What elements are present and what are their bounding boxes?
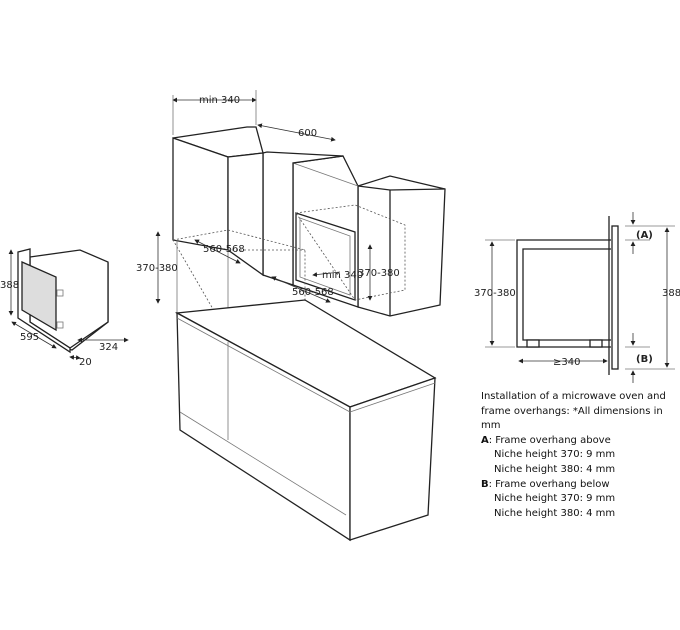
microwave-depth-label: 324 — [99, 342, 118, 353]
section-niche-depth-label: ≥340 — [553, 357, 580, 368]
note-b-text: : Frame overhang below — [488, 478, 610, 490]
note-a-key: A — [481, 434, 489, 446]
note-b-title: B: Frame overhang below — [481, 478, 671, 493]
installation-notes: Installation of a microwave oven and fra… — [481, 390, 671, 521]
note-a-line: Niche height 370: 9 mm — [494, 449, 616, 461]
note-a-title: A: Frame overhang above — [481, 434, 671, 449]
microwave-oven-drawing — [8, 248, 129, 360]
label-b: (B) — [636, 354, 653, 365]
note-a-line: Niche height 380: 4 mm — [494, 463, 616, 475]
note-b-line: Niche height 370: 9 mm — [494, 493, 616, 505]
label-a: (A) — [636, 230, 653, 241]
section-view-drawing — [485, 212, 675, 383]
microwave-height-label: 388 — [0, 280, 19, 291]
cabinet-depth-label: 600 — [298, 128, 317, 139]
microwave-frame-label: 20 — [79, 357, 92, 368]
right-niche-width-label: 560-568 — [292, 287, 334, 298]
left-niche-width-label: 560-568 — [203, 244, 245, 255]
notes-intro: Installation of a microwave oven and fra… — [481, 391, 666, 432]
cabinet-width-label: min 340 — [199, 95, 240, 106]
microwave-width-label: 595 — [20, 332, 39, 343]
section-total-height-label: 388 — [662, 288, 680, 299]
left-niche-height-label: 370-380 — [136, 263, 178, 274]
note-b-key: B — [481, 478, 489, 490]
kitchen-cabinets-drawing — [155, 90, 446, 542]
right-niche-depth-label: min 340 — [322, 270, 363, 281]
right-niche-height-label: 370-380 — [358, 268, 400, 279]
note-a-text: : Frame overhang above — [488, 434, 611, 446]
section-niche-height-label: 370-380 — [474, 288, 516, 299]
note-b-line: Niche height 380: 4 mm — [494, 507, 616, 519]
